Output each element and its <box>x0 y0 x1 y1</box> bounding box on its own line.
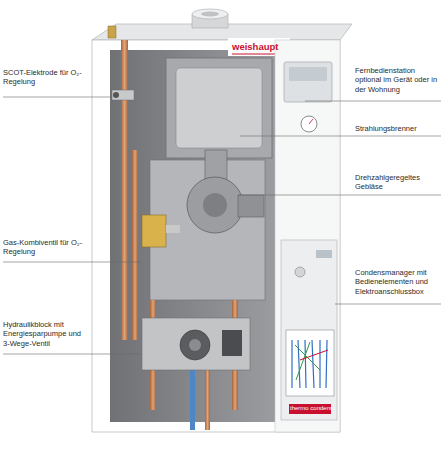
product-name: thermo condens <box>290 405 330 412</box>
callout-label: SCOT-Elektrode für O₂-Regelung <box>3 68 89 87</box>
callout-label: Hydraulikblock mit Energiesparpumpe und … <box>3 320 89 348</box>
callout-label: Strahlungsbrenner <box>355 124 441 133</box>
callout-label: Drehzahlgeregeltes Gebläse <box>355 173 441 192</box>
brand-logo: weishaupt <box>232 41 288 53</box>
callout-label: Gas-Kombiventil für O₂-Regelung <box>3 238 89 257</box>
callout-label: Fernbedienstation optional im Gerät oder… <box>355 66 441 94</box>
callout-label: Condensmanager mit Bedienelementen und E… <box>355 268 441 296</box>
